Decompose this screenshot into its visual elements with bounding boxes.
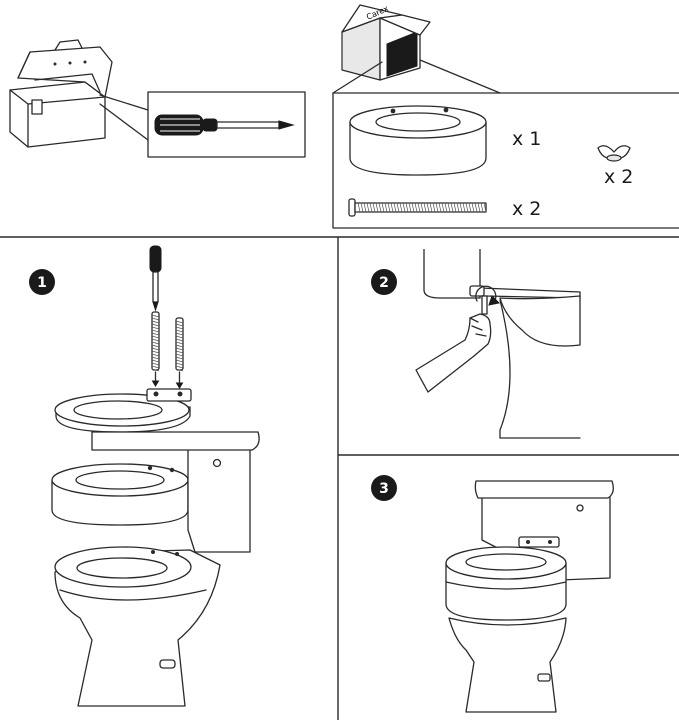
step-3-panel: 3	[371, 475, 614, 713]
toilet-icon	[445, 480, 614, 713]
bolt-quantity: x 2	[512, 198, 541, 220]
toolbox-icon	[9, 39, 113, 148]
step-2-panel: 2	[371, 249, 581, 439]
step-3-badge: 3	[371, 475, 397, 501]
svg-text:3: 3	[379, 481, 389, 497]
step-2-badge: 2	[371, 269, 397, 295]
hand-icon	[415, 313, 492, 393]
screwdriver-icon	[149, 245, 162, 312]
wing-nut-quantity: x 2	[604, 166, 633, 188]
bolt-icon	[151, 311, 184, 389]
riser-ring-icon	[349, 105, 487, 176]
shipping-box-icon: Carex	[341, 4, 431, 81]
bolt-icon	[348, 198, 487, 217]
toilet-seat-icon	[54, 388, 192, 433]
riser-ring-quantity: x 1	[512, 128, 541, 150]
wing-nut-icon	[597, 145, 631, 162]
svg-text:1: 1	[37, 275, 47, 291]
step-1-badge: 1	[29, 269, 55, 295]
step-1-panel: 1	[29, 245, 260, 707]
toilet-icon	[54, 431, 260, 707]
tools-panel	[9, 39, 306, 158]
screwdriver-icon	[154, 114, 295, 136]
svg-text:2: 2	[379, 275, 389, 291]
riser-ring-icon	[51, 463, 189, 526]
parts-panel: Carex x 1 x 2 x 2	[332, 4, 679, 229]
